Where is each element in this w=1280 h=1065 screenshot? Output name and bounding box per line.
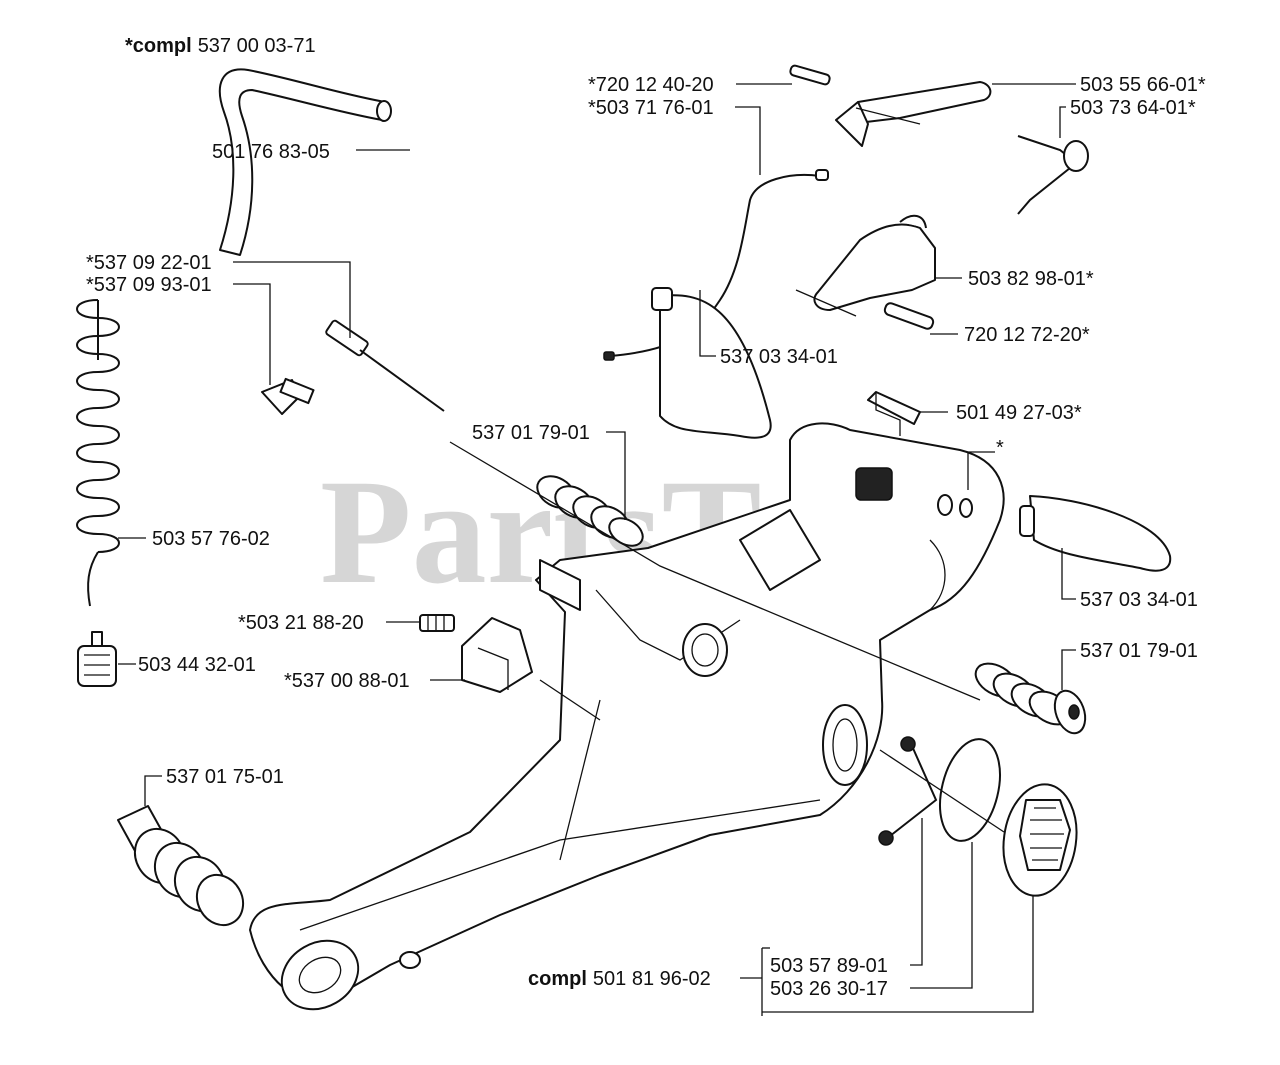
part-labels: 501 76 83-05 *720 12 40-20 *503 71 76-01… xyxy=(86,74,1206,1000)
label-cap-ring: 503 57 89-01 xyxy=(770,955,888,977)
choke-drawing xyxy=(261,319,445,415)
lockout-drawing xyxy=(813,214,936,330)
label-spiral-hose: 503 57 76-02 xyxy=(152,528,270,550)
label-clip: 501 49 27-03* xyxy=(956,402,1082,424)
label-choke-knob: *537 09 93-01 xyxy=(86,274,212,296)
label-o-ring: 503 26 30-17 xyxy=(770,978,888,1000)
av-spring-right-drawing xyxy=(974,662,1087,735)
trigger-spring-drawing xyxy=(1017,135,1089,215)
label-grip-cover-top: 537 03 34-01 xyxy=(720,346,838,368)
label-star: * xyxy=(996,437,1004,459)
label-choke-rod: *537 09 22-01 xyxy=(86,252,212,274)
av-spring-bottom-drawing xyxy=(117,805,245,927)
label-pin-top: *720 12 40-20 xyxy=(588,74,714,96)
label-throttle-trigger: 503 55 66-01* xyxy=(1080,74,1206,96)
spiral-hose-drawing xyxy=(76,299,120,607)
assembly-header: *compl 537 00 03-71 xyxy=(125,35,316,57)
fuel-filter-drawing xyxy=(77,631,117,687)
fuel-cap-drawing xyxy=(878,736,1078,897)
label-cable: *503 71 76-01 xyxy=(588,97,714,119)
label-av-spring-right: 537 01 79-01 xyxy=(1080,640,1198,662)
label-fuel-filter: 503 44 32-01 xyxy=(138,654,256,676)
label-screw: *503 21 88-20 xyxy=(238,612,364,634)
label-lockout: 503 82 98-01* xyxy=(968,268,1094,290)
header-prefix: *compl xyxy=(125,35,192,57)
fuel-hose-drawing xyxy=(219,68,392,256)
label-av-spring-bottom: 537 01 75-01 xyxy=(166,766,284,788)
label-holder: *537 00 88-01 xyxy=(284,670,410,692)
screw-holder-drawing xyxy=(419,614,533,693)
grip-cover-top-drawing xyxy=(651,287,772,439)
throttle-trigger-drawing xyxy=(789,64,992,147)
main-housing-drawing xyxy=(249,422,1005,1011)
label-grip-cover-right: 537 03 34-01 xyxy=(1080,589,1198,611)
compl-prefix: compl xyxy=(528,968,587,990)
clip-drawing xyxy=(867,391,921,436)
compl-number: 501 81 96-02 xyxy=(593,968,711,990)
label-av-spring-left: 537 01 79-01 xyxy=(472,422,590,444)
label-trigger-spring: 503 73 64-01* xyxy=(1070,97,1196,119)
label-fuel-hose: 501 76 83-05 xyxy=(212,141,330,163)
label-compl-kit: compl 501 81 96-02 xyxy=(528,968,711,990)
header-number: 537 00 03-71 xyxy=(198,35,316,57)
grip-cover-right-drawing xyxy=(1019,495,1172,572)
label-pin-lower: 720 12 72-20* xyxy=(964,324,1090,346)
leader-lines xyxy=(118,83,1076,1016)
